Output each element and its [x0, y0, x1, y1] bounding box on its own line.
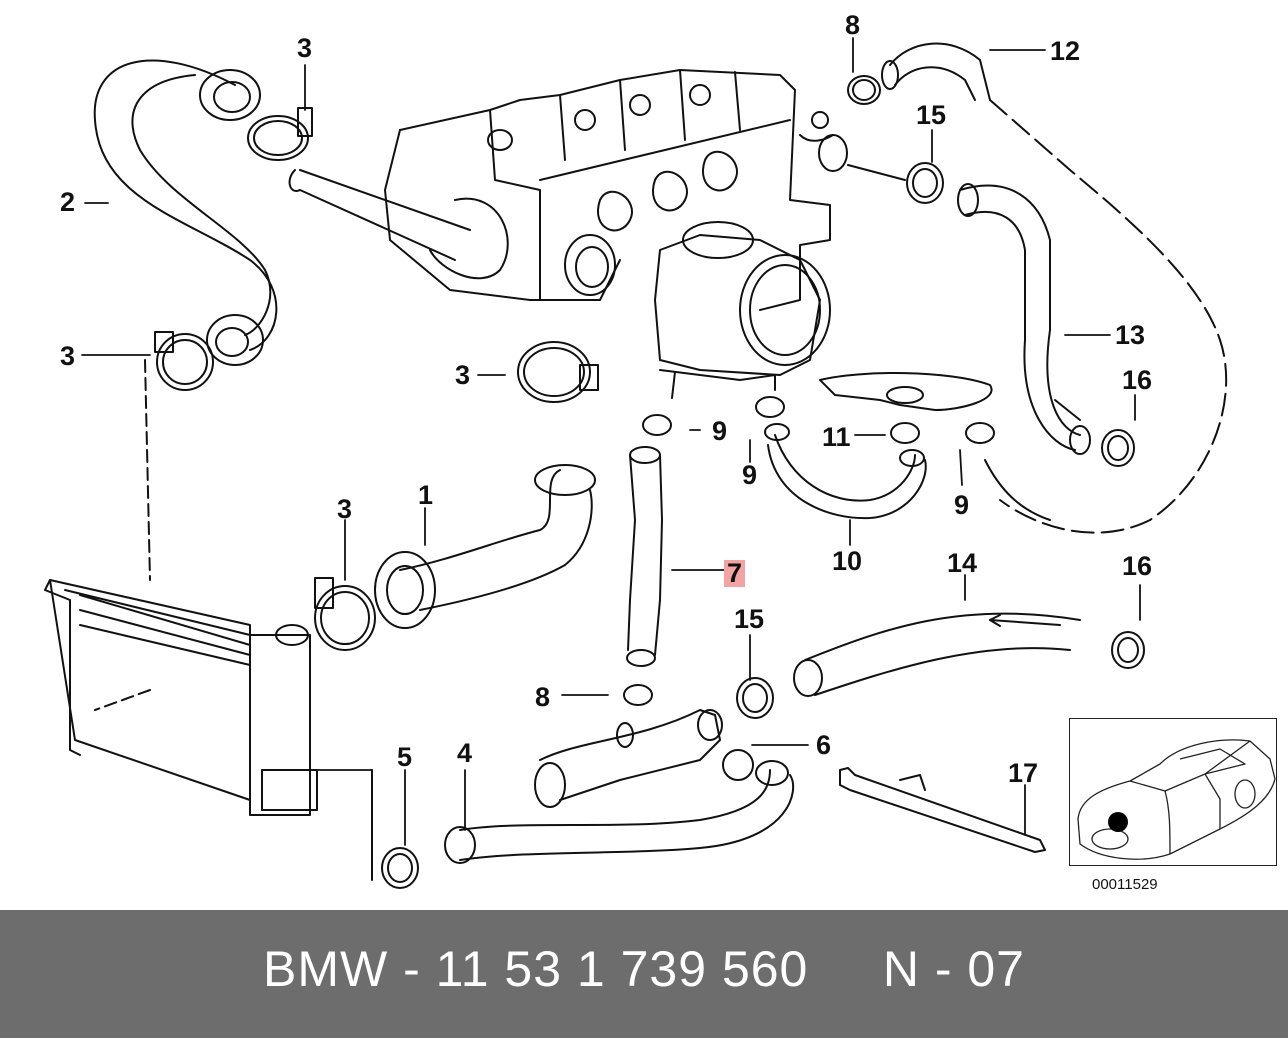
- radiator-drawing: [44, 359, 318, 816]
- callout-9-b: 9: [742, 460, 758, 490]
- callout-15-bottom: 15: [734, 604, 765, 634]
- callout-10: 10: [832, 546, 863, 576]
- callout-14: 14: [947, 548, 978, 578]
- callout-2: 2: [60, 187, 76, 217]
- callout-16-top: 16: [1122, 365, 1153, 395]
- callout-3-left: 3: [60, 341, 76, 371]
- callout-8-top: 8: [845, 10, 861, 40]
- parts-diagram: 1 2 3 3 3 3 4 5 6 7 8 8 9 9 9 10 11 12 1…: [44, 10, 1277, 893]
- clamp-3-lower: [314, 577, 376, 651]
- thermostat-housing-drawing: [654, 221, 831, 399]
- part-number-footer: BMW - 11 53 1 739 560 N - 07: [0, 910, 1288, 1038]
- callout-1: 1: [418, 480, 434, 510]
- car-outline-icon: [1077, 739, 1276, 860]
- callout-11: 11: [822, 422, 851, 452]
- engine-block-drawing: [384, 69, 831, 311]
- callout-3-lower: 3: [337, 494, 353, 524]
- callout-3-middle: 3: [455, 360, 471, 390]
- hose-7-drawing: [626, 446, 663, 667]
- callout-3-top: 3: [297, 33, 313, 63]
- clamp-3-top: [247, 107, 313, 161]
- callout-6: 6: [816, 730, 832, 760]
- callout-12: 12: [1050, 36, 1081, 66]
- callout-8-bottom: 8: [535, 682, 551, 712]
- callout-16-bottom: 16: [1122, 551, 1153, 581]
- callout-13: 13: [1115, 320, 1146, 350]
- callout-15-top: 15: [916, 100, 947, 130]
- hose-2-drawing: [93, 59, 278, 366]
- clamp-3-left: [154, 331, 214, 391]
- diagram-reference-number: 00011529: [1092, 876, 1158, 893]
- callout-9-c: 9: [954, 490, 970, 520]
- callout-17: 17: [1008, 758, 1039, 788]
- diagram-drawing: [44, 37, 1228, 889]
- callout-4: 4: [457, 738, 473, 768]
- vehicle-locator-inset: [1069, 718, 1277, 866]
- clamp-3-middle: [517, 341, 599, 403]
- part-number-text: BMW - 11 53 1 739 560 N - 07: [263, 941, 1025, 997]
- callout-5: 5: [397, 742, 413, 772]
- callout-7: 7: [724, 560, 746, 587]
- location-marker-icon: [1108, 812, 1128, 832]
- callout-9-a: 9: [712, 416, 728, 446]
